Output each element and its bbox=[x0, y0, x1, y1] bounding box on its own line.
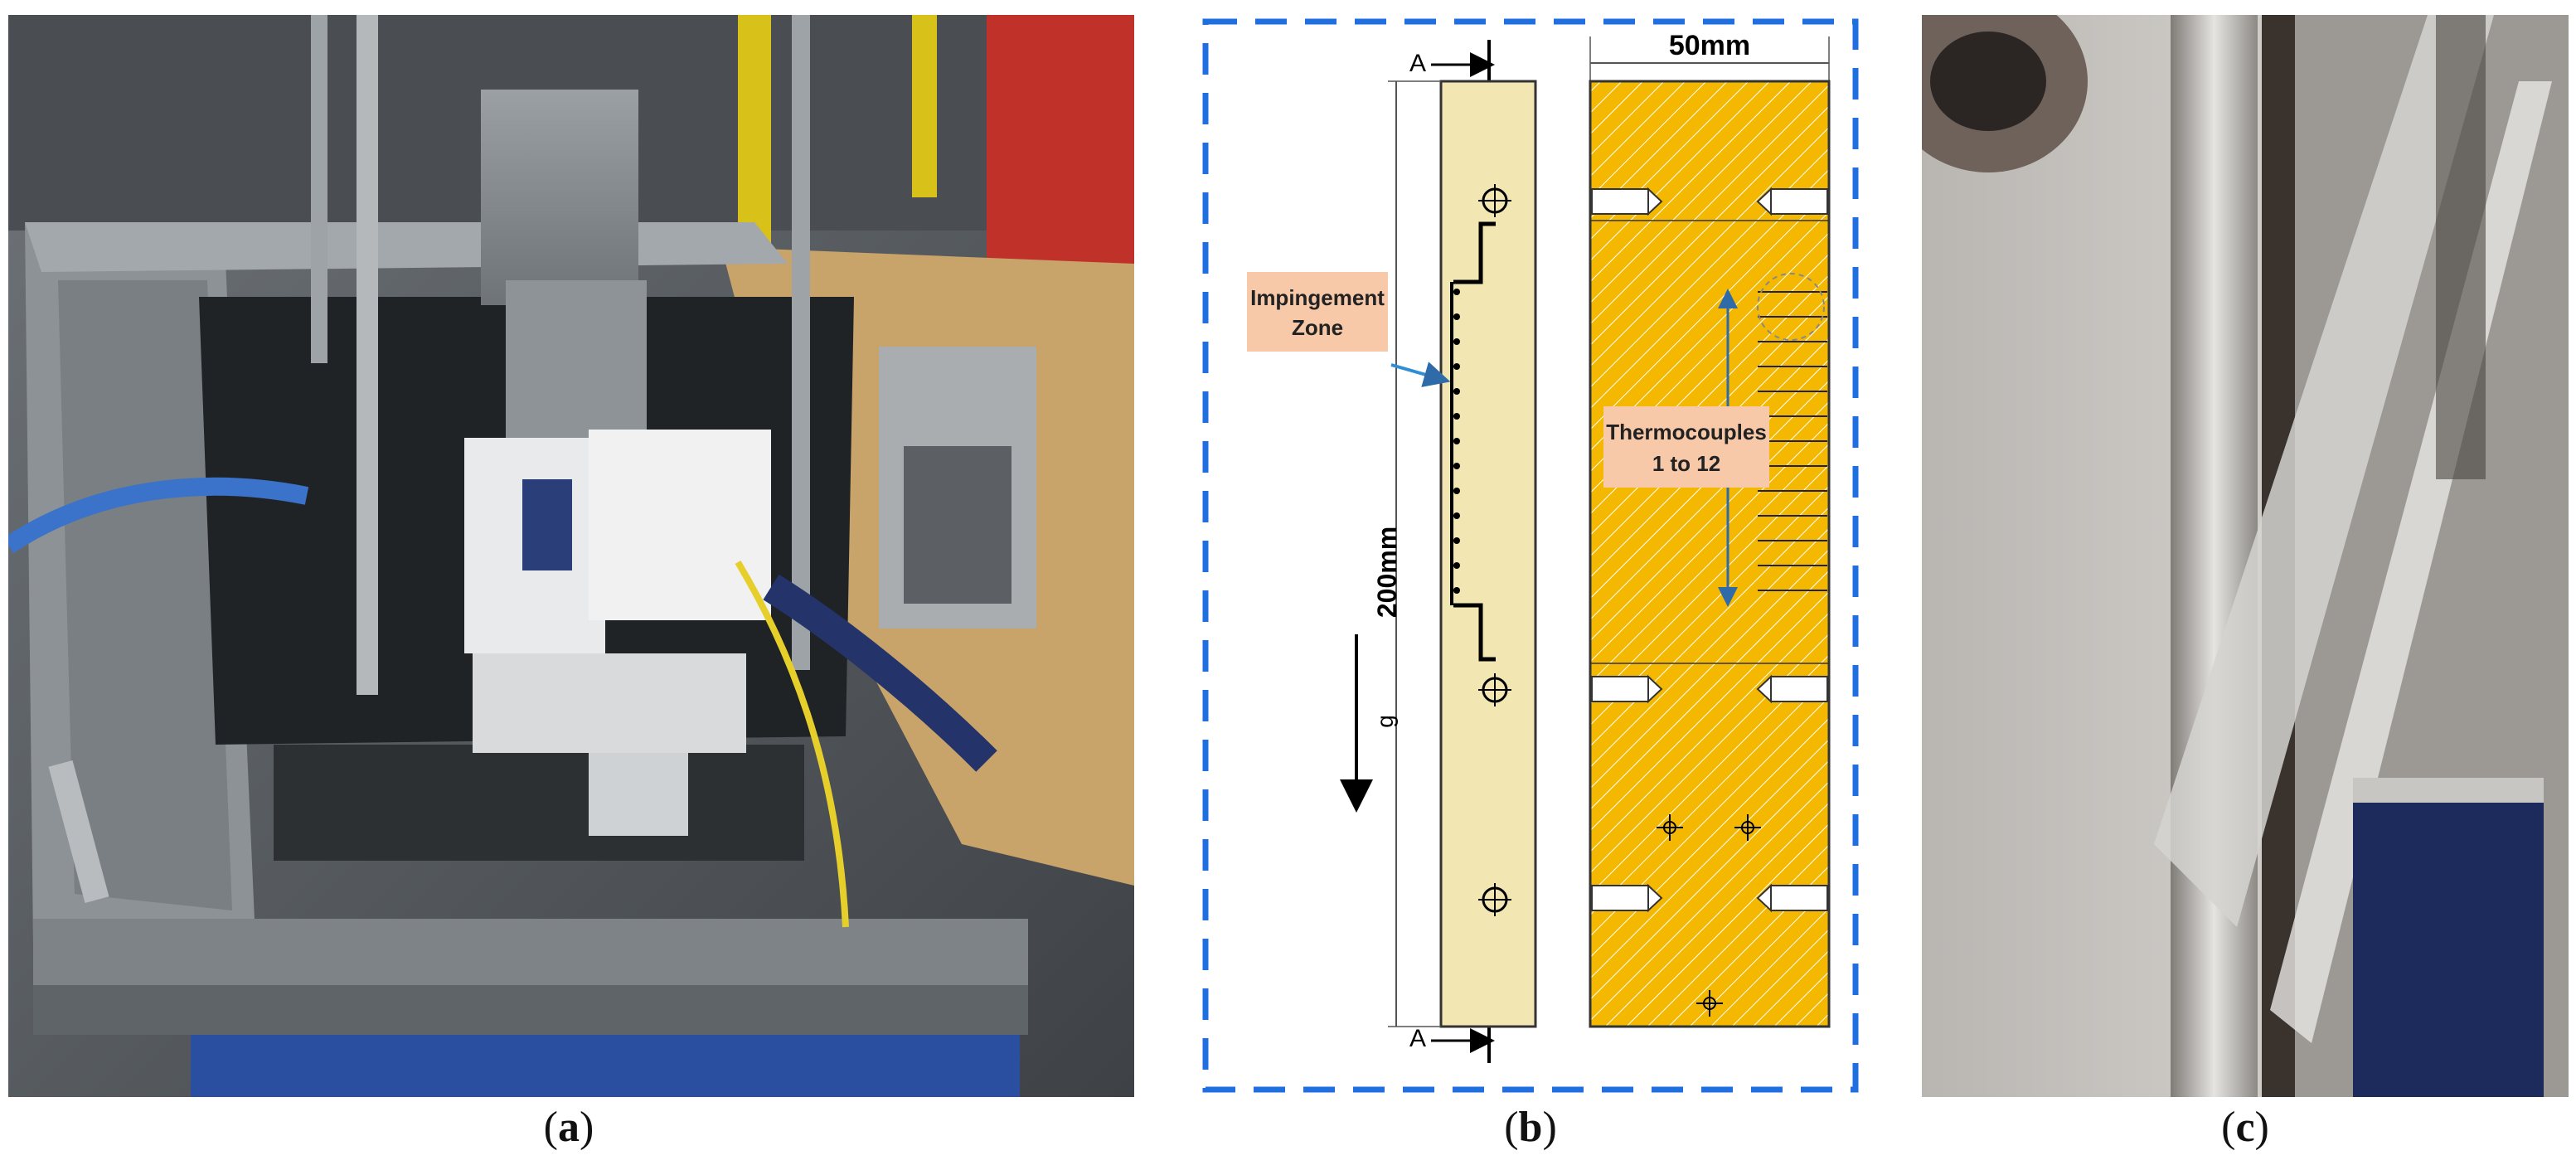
thermocouples-label-box bbox=[1603, 406, 1769, 488]
impingement-zone-box bbox=[1247, 272, 1388, 352]
thermocouples-label-line2: 1 to 12 bbox=[1652, 451, 1720, 476]
gravity-label: g bbox=[1372, 715, 1398, 728]
screw-holes bbox=[1591, 187, 1828, 913]
caption-b: (b) bbox=[1504, 1104, 1557, 1151]
width-dimension-label: 50mm bbox=[1669, 30, 1750, 61]
caption-c: (c) bbox=[2221, 1104, 2269, 1151]
photo-closeup-panel bbox=[1922, 15, 2569, 1097]
thermocouple-dots bbox=[1453, 289, 1460, 594]
impingement-label-line2: Zone bbox=[1292, 315, 1343, 340]
photo-rig bbox=[8, 15, 1134, 1097]
height-dimension-label: 200mm bbox=[1372, 527, 1402, 618]
impingement-arrow bbox=[1390, 362, 1451, 387]
dashed-frame bbox=[1202, 18, 1859, 1093]
crosshair-holes bbox=[1657, 814, 1761, 1017]
plate-section-view bbox=[1589, 80, 1831, 1028]
photo-rig-panel bbox=[8, 15, 1134, 1097]
photo-closeup bbox=[1922, 15, 2569, 1097]
schematic-panel: A A 200mm bbox=[1201, 17, 1860, 1095]
section-label-bottom: A bbox=[1409, 1025, 1426, 1052]
section-label-top: A bbox=[1409, 50, 1426, 77]
schematic-diagram: A A 200mm bbox=[1202, 18, 1859, 1093]
thermocouples-label-line1: Thermocouples bbox=[1606, 420, 1767, 444]
thermocouple-detail-circle bbox=[1757, 273, 1825, 341]
caption-a: (a) bbox=[543, 1104, 594, 1151]
plate-side-view bbox=[1439, 80, 1537, 1028]
impingement-label-line1: Impingement bbox=[1250, 285, 1385, 310]
